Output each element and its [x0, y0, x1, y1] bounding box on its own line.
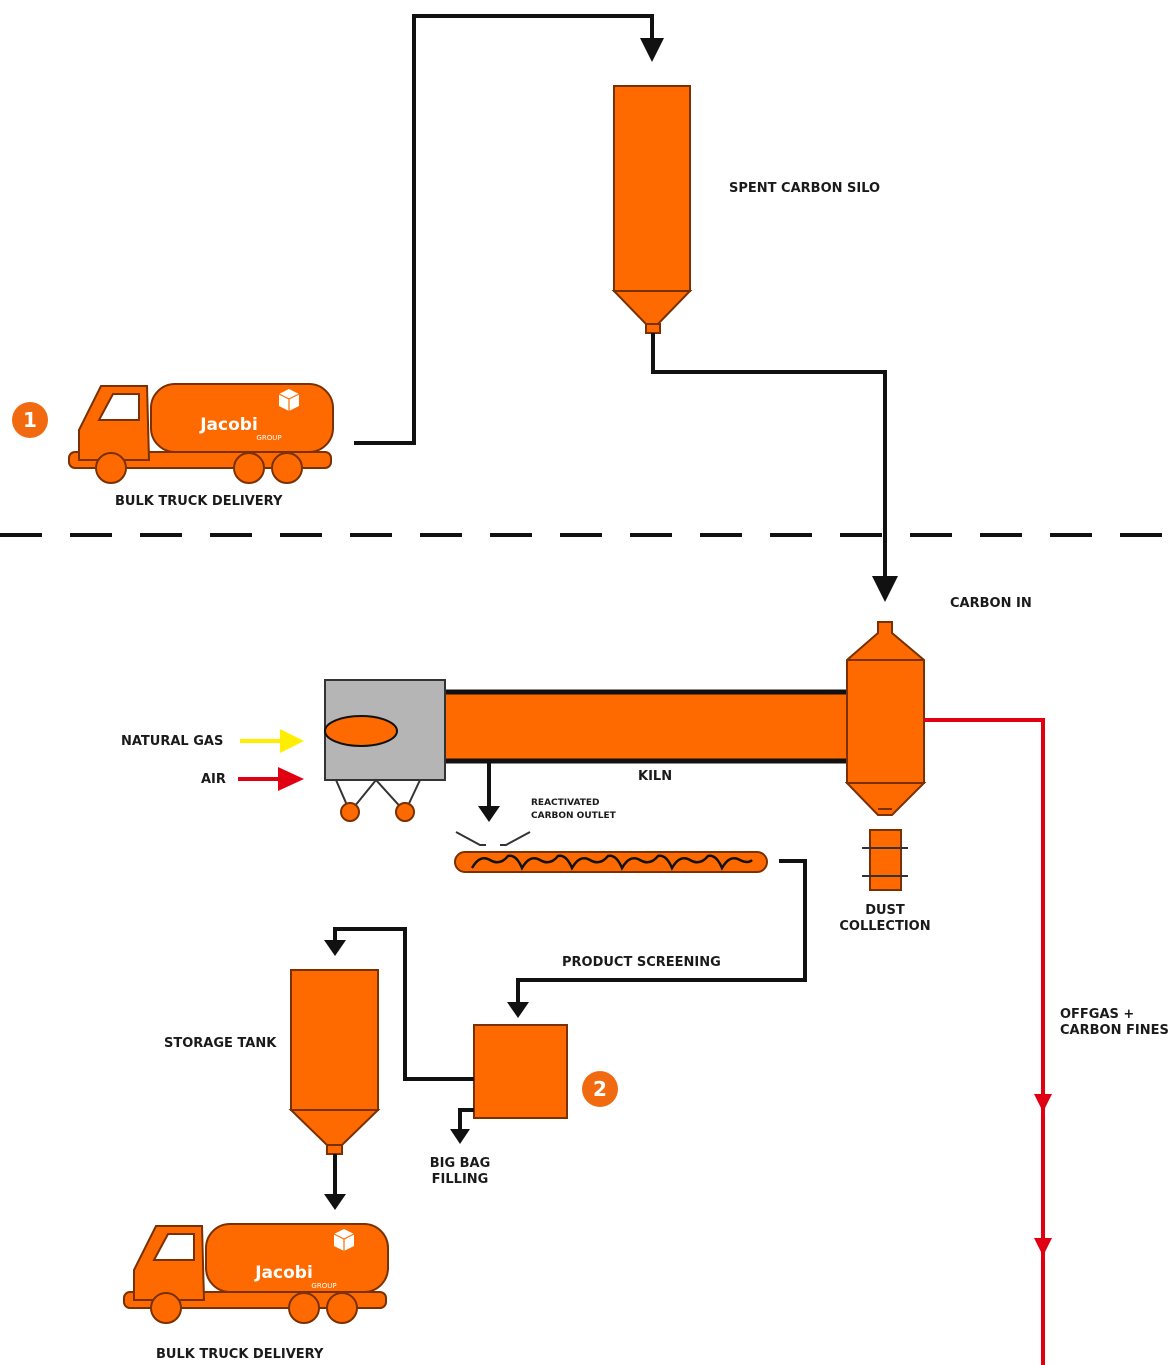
truck-logo-brand-bottom: Jacobi: [254, 1263, 313, 1283]
step-badge-1: 1: [12, 402, 48, 438]
arrow-into-truck: [324, 1194, 346, 1210]
truck-logo-sub-top: GROUP: [256, 434, 281, 442]
truck-logo-sub-bottom: GROUP: [311, 1282, 336, 1290]
spent-carbon-silo: [611, 85, 693, 334]
label-spent-carbon-silo: SPENT CARBON SILO: [729, 181, 881, 196]
arrow-big-bag: [450, 1129, 470, 1144]
label-storage-tank: STORAGE TANK: [164, 1036, 277, 1051]
kiln-tube: [443, 692, 850, 760]
burner-housing: [324, 679, 446, 822]
arrow-carbon-in: [872, 576, 898, 602]
label-kiln: KILN: [638, 769, 673, 784]
label-reactivated-carbon-outlet-line1: REACTIVATED: [531, 798, 600, 808]
flow-line-silo-to-kiln: [651, 333, 887, 580]
screw-conveyor: [454, 851, 768, 873]
label-bulk-truck-delivery-bottom: BULK TRUCK DELIVERY: [156, 1347, 324, 1362]
arrow-into-storage: [324, 940, 346, 956]
arrow-into-screening: [507, 1002, 529, 1018]
flow-line-truck-to-silo: [354, 14, 654, 445]
label-product-screening: PRODUCT SCREENING: [562, 955, 721, 970]
step-badge-2: 2: [582, 1071, 618, 1107]
label-big-bag-line1: BIG BAG: [429, 1156, 491, 1171]
offgas-line: [924, 718, 1045, 1365]
label-dust-line1: DUST: [865, 903, 905, 918]
dust-collection-unit: [862, 829, 908, 891]
flow-line-big-bag: [458, 1108, 474, 1130]
flow-line-conveyor-to-screening: [516, 859, 807, 1004]
cyclone-vessel: [844, 621, 927, 816]
label-dust-line2: COLLECTION: [839, 919, 931, 934]
offgas-arrow-1: [1034, 1094, 1052, 1112]
label-bulk-truck-delivery-top: BULK TRUCK DELIVERY: [115, 494, 283, 509]
label-carbon-in: CARBON IN: [950, 596, 1032, 611]
label-big-bag-line2: FILLING: [431, 1172, 489, 1187]
truck-logo-brand-top: Jacobi: [199, 415, 258, 435]
offgas-arrow-2: [1034, 1238, 1052, 1256]
burner-flame: [324, 715, 398, 747]
bulk-truck-bottom: Jacobi GROUP: [123, 1223, 389, 1324]
storage-tank: [288, 969, 381, 1155]
label-offgas-line2: CARBON FINES: [1060, 1023, 1169, 1038]
outlet-arrow: [478, 806, 500, 822]
bulk-truck-top: Jacobi GROUP: [68, 383, 334, 484]
label-reactivated-carbon-outlet-line2: CARBON OUTLET: [531, 811, 616, 821]
arrow-into-silo: [640, 38, 664, 62]
product-screening-box: [473, 1024, 568, 1119]
label-air: AIR: [201, 772, 226, 787]
flow-line-screening-to-storage: [333, 927, 474, 1081]
label-natural-gas: NATURAL GAS: [121, 734, 224, 749]
label-offgas-line1: OFFGAS +: [1060, 1007, 1135, 1022]
